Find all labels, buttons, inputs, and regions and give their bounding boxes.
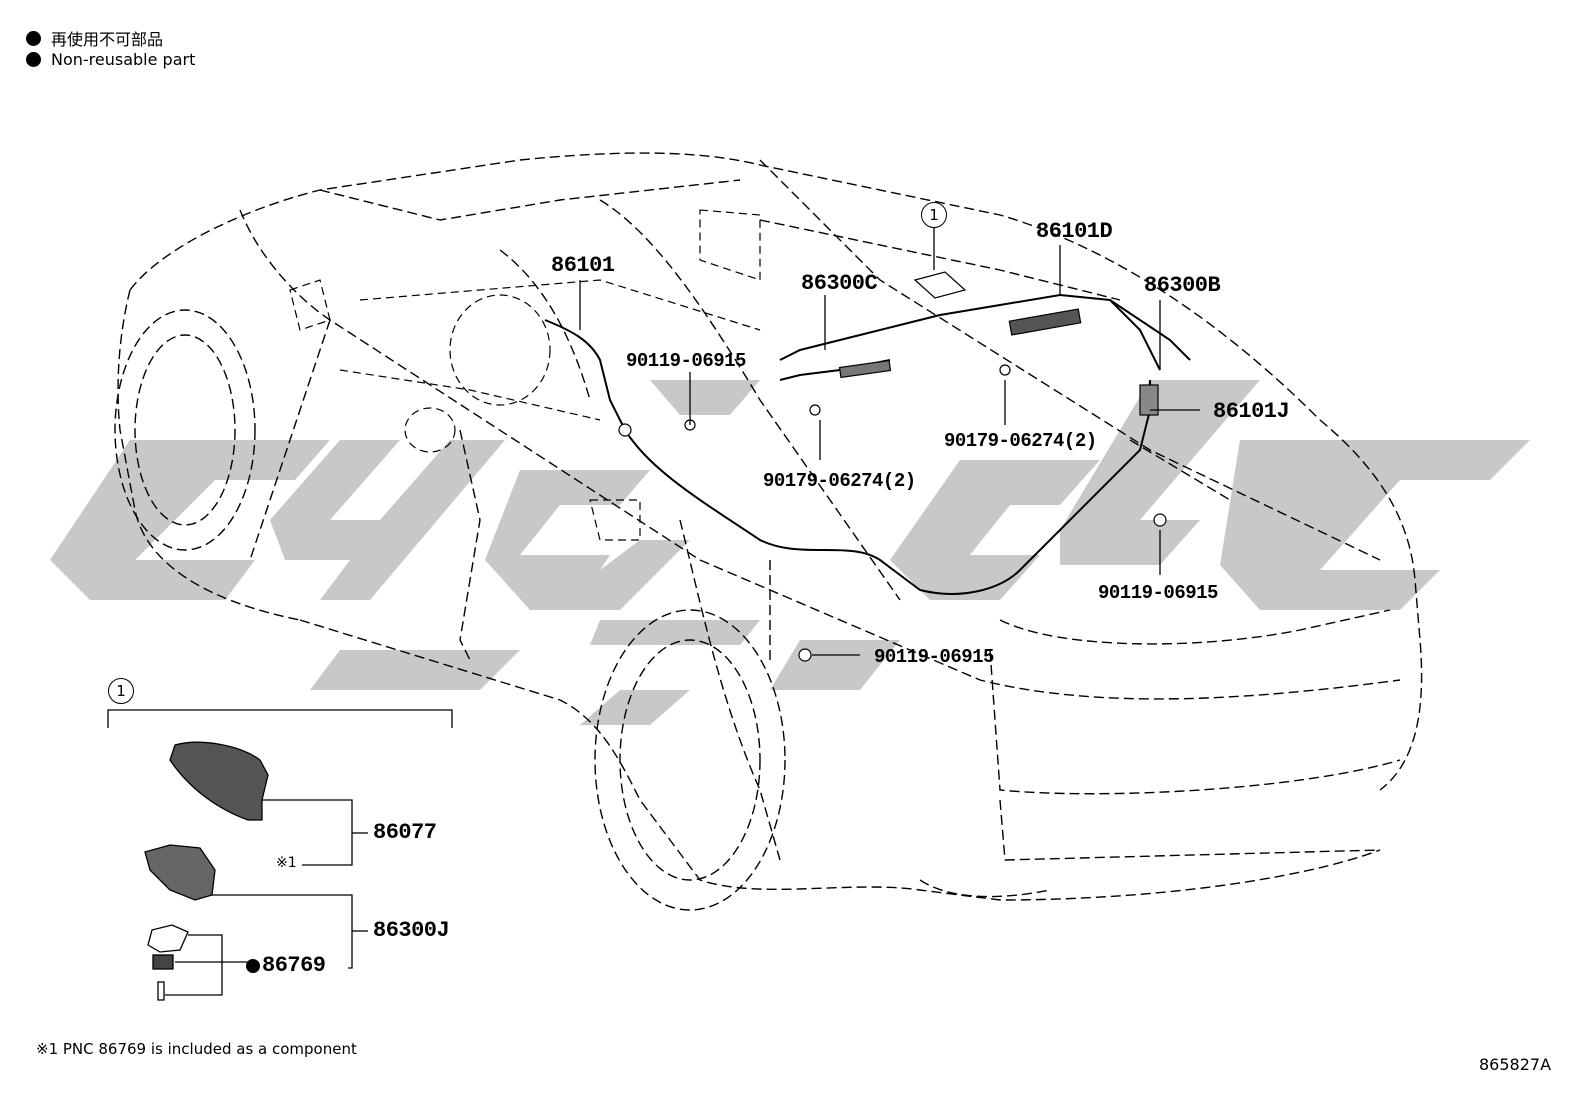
non-reusable-dot-icon xyxy=(26,52,41,67)
antenna-cover-shape xyxy=(169,741,269,821)
wheels xyxy=(114,309,786,911)
callout-86300J: 86300J xyxy=(373,918,450,943)
part-glyphs xyxy=(618,271,1167,662)
mark-note-1: ※1 xyxy=(276,855,297,871)
callout-clip-c: 90179-06274(2) xyxy=(944,430,1097,452)
detail-bracket xyxy=(107,709,453,728)
callout-86101J: 86101J xyxy=(1213,399,1290,424)
clip-shape xyxy=(152,954,174,970)
watermark-logo xyxy=(50,380,1530,725)
diagram-id: 865827A xyxy=(1479,1055,1552,1074)
gasket-shape xyxy=(147,924,189,953)
legend-en: Non-reusable part xyxy=(26,50,195,69)
callout-clip-d: 90119-06915 xyxy=(1098,582,1218,604)
non-reusable-dot-icon xyxy=(246,959,260,973)
screw-shape xyxy=(157,981,165,1001)
callout-86300B: 86300B xyxy=(1144,273,1221,298)
interior-outline xyxy=(289,209,761,541)
vehicle-outline xyxy=(117,152,1423,901)
detail-parts xyxy=(144,741,269,1001)
footnote: ※1 PNC 86769 is included as a component xyxy=(36,1040,357,1058)
detail-leaders xyxy=(165,799,368,996)
callout-clip-a: 90119-06915 xyxy=(626,350,746,372)
callout-86101: 86101 xyxy=(551,253,615,278)
legend-jp-label: 再使用不可部品 xyxy=(51,30,164,49)
callout-clip-b: 90179-06274(2) xyxy=(763,470,916,492)
callout-86101D: 86101D xyxy=(1036,219,1113,244)
legend-jp: 再使用不可部品 xyxy=(26,26,163,50)
ref-circle-top: 1 xyxy=(921,202,947,228)
callout-86077: 86077 xyxy=(373,820,437,845)
ref-circle-detail: 1 xyxy=(108,678,134,704)
legend-en-label: Non-reusable part xyxy=(51,50,196,69)
callout-clip-e: 90119-06915 xyxy=(874,646,994,668)
callout-86769: 86769 xyxy=(262,953,326,978)
leader-lines xyxy=(579,227,1200,656)
callout-86769-group: 86769 xyxy=(246,955,326,977)
antenna-assembly-shape xyxy=(144,844,216,901)
non-reusable-dot-icon xyxy=(26,30,41,46)
callout-86300C: 86300C xyxy=(801,271,878,296)
